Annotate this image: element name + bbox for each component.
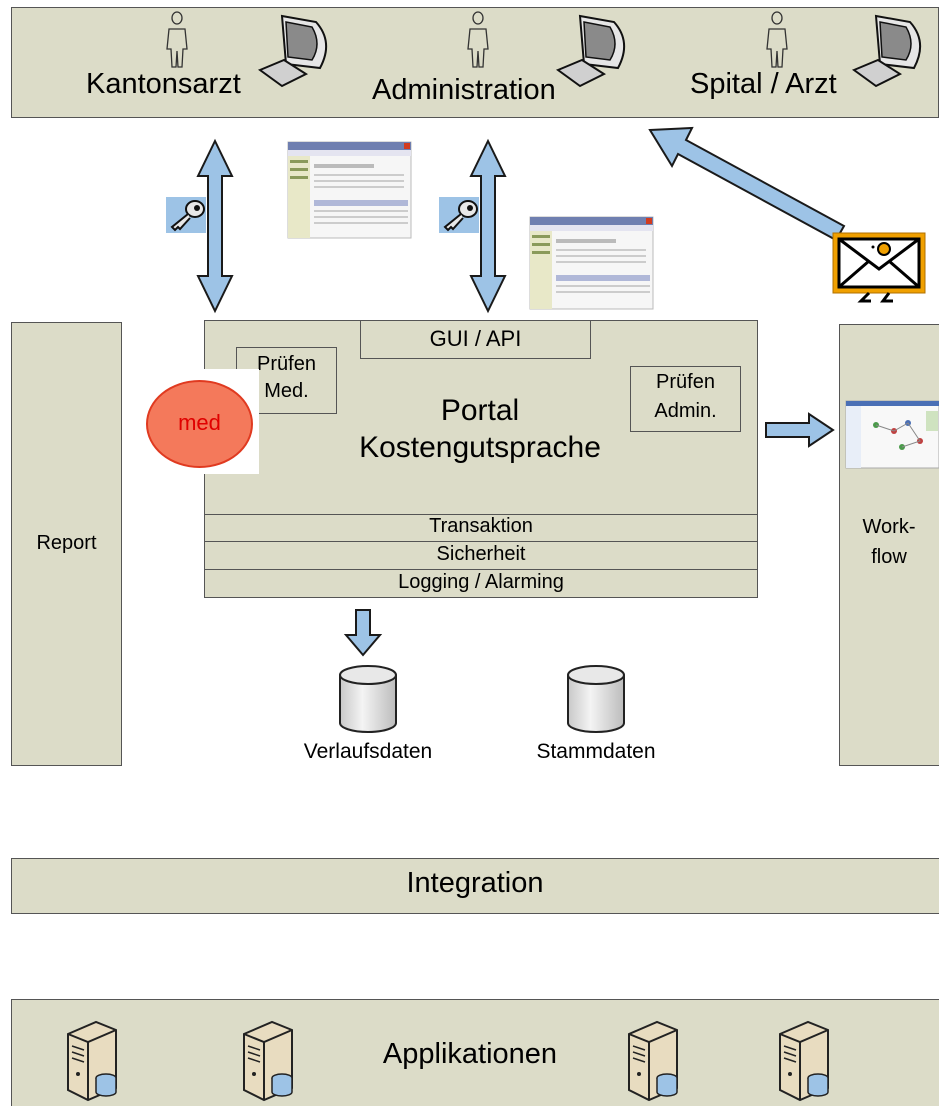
database-label-verlaufsdaten: Verlaufsdaten bbox=[303, 740, 433, 763]
pruefen-admin-line2: Admin. bbox=[654, 400, 717, 422]
key-icon bbox=[439, 197, 479, 233]
integration-panel bbox=[11, 858, 939, 914]
person-icon bbox=[766, 11, 788, 68]
double-arrow-kantonsarzt bbox=[196, 138, 234, 314]
double-arrow-administration bbox=[469, 138, 507, 314]
report-panel bbox=[11, 322, 122, 766]
database-icon bbox=[339, 665, 397, 733]
workflow-panel bbox=[839, 324, 939, 766]
actor-label-spital-arzt: Spital / Arzt bbox=[690, 68, 837, 100]
server-icon bbox=[779, 1020, 829, 1102]
med-badge-label: med bbox=[178, 410, 221, 435]
pruefen-med-line1: Prüfen bbox=[257, 353, 316, 375]
key-icon bbox=[166, 197, 206, 233]
pruefen-admin-line1: Prüfen bbox=[656, 371, 715, 393]
actors-bar bbox=[11, 7, 939, 118]
database-label-stammdaten: Stammdaten bbox=[536, 740, 656, 763]
computer-icon bbox=[555, 14, 625, 88]
diagonal-arrow-to-spital bbox=[648, 126, 846, 242]
screenshot-thumbnail bbox=[529, 216, 654, 310]
applications-label: Applikationen bbox=[382, 1038, 558, 1070]
actor-label-kantonsarzt: Kantonsarzt bbox=[86, 68, 241, 100]
med-badge bbox=[146, 380, 253, 468]
workflow-thumbnail bbox=[845, 400, 939, 469]
layer-logging-alarming bbox=[204, 569, 758, 598]
report-label: Report bbox=[36, 532, 97, 554]
layer-transaktion-label: Transaktion bbox=[429, 515, 533, 537]
computer-icon bbox=[257, 14, 327, 88]
computer-icon bbox=[851, 14, 921, 88]
pruefen-med-line2: Med. bbox=[264, 380, 309, 402]
pruefen-admin-box bbox=[630, 366, 741, 432]
arrow-to-workflow bbox=[765, 412, 835, 448]
layer-sicherheit bbox=[204, 541, 758, 570]
workflow-line1: Work- bbox=[862, 516, 916, 538]
envelope-icon bbox=[832, 232, 926, 303]
server-icon bbox=[67, 1020, 117, 1102]
layer-sicherheit-label: Sicherheit bbox=[436, 543, 526, 565]
person-icon bbox=[467, 11, 489, 68]
server-icon bbox=[628, 1020, 678, 1102]
server-icon bbox=[243, 1020, 293, 1102]
gui-api-box bbox=[360, 320, 591, 359]
workflow-line2: flow bbox=[871, 546, 907, 568]
database-icon bbox=[567, 665, 625, 733]
integration-label: Integration bbox=[406, 867, 544, 899]
portal-title-line1: Portal bbox=[440, 394, 520, 427]
screenshot-thumbnail bbox=[287, 141, 412, 239]
arrow-to-database bbox=[343, 609, 383, 657]
actor-label-administration: Administration bbox=[372, 74, 556, 106]
layer-logging-alarming-label: Logging / Alarming bbox=[398, 571, 564, 593]
gui-api-label: GUI / API bbox=[429, 326, 522, 351]
person-icon bbox=[166, 11, 188, 68]
portal-title-line2: Kostengutsprache bbox=[359, 431, 601, 464]
